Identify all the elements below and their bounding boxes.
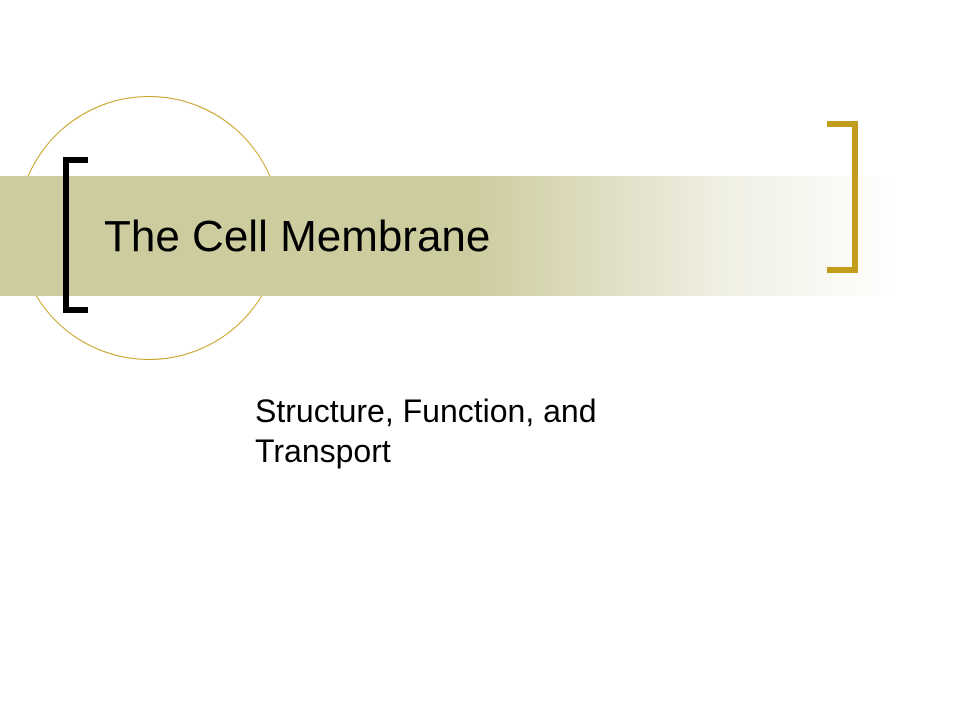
slide-subtitle: Structure, Function, and Transport [255,393,597,469]
title-band [0,176,900,296]
slide-title: The Cell Membrane [104,212,491,261]
left-bracket-decoration [63,157,88,313]
right-bracket-decoration [827,121,858,273]
